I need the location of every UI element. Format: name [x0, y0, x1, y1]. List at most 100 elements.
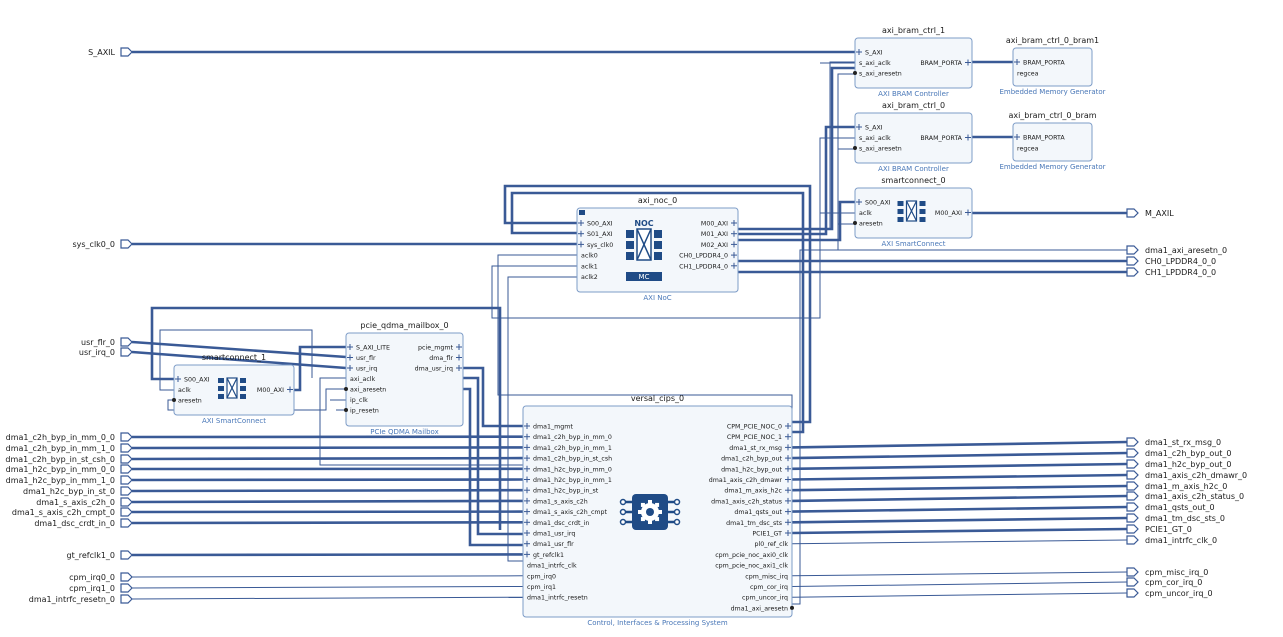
pin-cpm-pcie-noc-0: CPM_PCIE_NOC_0 [727, 424, 782, 431]
pin-ch0-lpddr4-0: CH0_LPDDR4_0 [679, 253, 728, 260]
port-label: sys_clk0_0 [72, 240, 115, 249]
port-dma1-st-rx-msg-0[interactable]: dma1_st_rx_msg_0 [1126, 437, 1221, 447]
port-usr-flr-0[interactable]: usr_flr_0 [81, 337, 133, 347]
pin-dma1-axis-c2h-dmawr: dma1_axis_c2h_dmawr [709, 477, 783, 484]
port-label: dma1_m_axis_h2c_0 [1145, 482, 1227, 491]
block-subtitle: AXI BRAM Controller [878, 165, 949, 173]
pin-cpm-pcie-noc-axi0-clk: cpm_pcie_noc_axi0_clk [715, 552, 788, 559]
port-cpm-irq1-0[interactable]: cpm_irq1_0 [69, 583, 133, 593]
pin-pcie-mgmt: pcie_mgmt [418, 345, 453, 352]
pin-m01-axi: M01_AXI [701, 231, 728, 238]
bus-wire [510, 191, 805, 434]
port-label: PCIE1_GT_0 [1145, 525, 1192, 534]
pin-dma1-c2h-byp-out: dma1_c2h_byp_out [721, 456, 782, 463]
port-usr-irq-0[interactable]: usr_irq_0 [79, 347, 133, 357]
bus-wire [791, 451, 1128, 460]
net-wire [738, 61, 855, 230]
port-dma1-qsts-out-0[interactable]: dma1_qsts_out_0 [1126, 502, 1215, 512]
pin-s-axi-lite: S_AXI_LITE [356, 345, 390, 352]
bus-wire [503, 184, 812, 424]
block-subtitle: Embedded Memory Generator [999, 88, 1105, 96]
pin-dma1-mgmt: dma1_mgmt [533, 424, 573, 431]
port-dma1-s-axis-c2h-cmpt-0[interactable]: dma1_s_axis_c2h_cmpt_0 [12, 507, 133, 517]
port-dma1-tm-dsc-sts-0[interactable]: dma1_tm_dsc_sts_0 [1126, 513, 1225, 523]
port-label: cpm_cor_irq_0 [1145, 578, 1202, 587]
pin-dma1-h2c-byp-in-mm-1: dma1_h2c_byp_in_mm_1 [533, 477, 612, 484]
pin-usr-flr: usr_flr [356, 355, 376, 362]
pin-ip-clk: ip_clk [350, 397, 368, 404]
port-label: dma1_tm_dsc_sts_0 [1145, 514, 1225, 523]
port-label: dma1_h2c_byp_in_st_0 [23, 487, 115, 496]
port-dma1-axis-c2h-dmawr-0[interactable]: dma1_axis_c2h_dmawr_0 [1126, 470, 1247, 480]
port-label: cpm_irq1_0 [69, 584, 115, 593]
port-label: dma1_intrfc_resetn_0 [29, 595, 115, 604]
port-label: usr_flr_0 [81, 338, 115, 347]
bus-wire [791, 516, 1128, 524]
block-subtitle: Control, Interfaces & Processing System [587, 619, 728, 627]
pin-dma-flr: dma_flr [429, 355, 453, 362]
net-wire [131, 596, 524, 600]
port-cpm-cor-irq-0[interactable]: cpm_cor_irq_0 [1126, 577, 1202, 587]
port-ch1-lpddr4-0-0[interactable]: CH1_LPDDR4_0_0 [1126, 267, 1216, 277]
bus-wire [131, 521, 524, 525]
port-sys-clk0-0[interactable]: sys_clk0_0 [72, 239, 133, 249]
port-dma1-s-axis-c2h-0[interactable]: dma1_s_axis_c2h_0 [36, 497, 133, 507]
port-dma1-dsc-crdt-in-0[interactable]: dma1_dsc_crdt_in_0 [34, 518, 133, 528]
port-ch0-lpddr4-0-0[interactable]: CH0_LPDDR4_0_0 [1126, 256, 1216, 266]
port-cpm-irq0-0[interactable]: cpm_irq0_0 [69, 572, 133, 582]
pin-dma1-c2h-byp-in-st-csh: dma1_c2h_byp_in_st_csh [533, 456, 612, 463]
port-dma1-intrfc-resetn-0[interactable]: dma1_intrfc_resetn_0 [29, 594, 133, 604]
smartconnect-icon [218, 377, 246, 399]
port-dma1-c2h-byp-in-mm-0-0[interactable]: dma1_c2h_byp_in_mm_0_0 [6, 432, 133, 442]
block-subtitle: AXI NoC [643, 294, 671, 302]
net-wire [837, 73, 855, 250]
port-pcie1-gt-0[interactable]: PCIE1_GT_0 [1126, 524, 1192, 534]
port-dma1-h2c-byp-out-0[interactable]: dma1_h2c_byp_out_0 [1126, 459, 1232, 469]
port-dma1-h2c-byp-in-mm-0-0[interactable]: dma1_h2c_byp_in_mm_0_0 [6, 464, 133, 474]
port-gt-refclk1-0[interactable]: gt_refclk1_0 [67, 550, 133, 560]
pin-dma-usr-irq: dma_usr_irq [415, 366, 453, 373]
port-dma1-c2h-byp-out-0[interactable]: dma1_c2h_byp_out_0 [1126, 448, 1232, 458]
port-label: dma1_h2c_byp_in_mm_0_0 [6, 465, 115, 474]
port-label: cpm_misc_irq_0 [1145, 568, 1208, 577]
port-dma1-m-axis-h2c-0[interactable]: dma1_m_axis_h2c_0 [1126, 481, 1227, 491]
pin-aclk0: aclk0 [581, 253, 598, 260]
pin-aclk1: aclk1 [581, 263, 598, 270]
pin-bram-porta: BRAM_PORTA [920, 60, 962, 67]
port-cpm-uncor-irq-0[interactable]: cpm_uncor_irq_0 [1126, 588, 1213, 598]
port-label: dma1_axi_aresetn_0 [1145, 246, 1227, 255]
bus-wire [738, 200, 855, 242]
net-wire [131, 586, 524, 589]
port-m-axil[interactable]: M_AXIL [1126, 208, 1174, 218]
bus-wire [791, 440, 1128, 449]
bus-wire [791, 473, 1128, 481]
bus-wire [738, 66, 855, 231]
pin-bram-porta: BRAM_PORTA [1023, 60, 1065, 67]
port-s-axil[interactable]: S_AXIL [88, 47, 133, 57]
port-dma1-intrfc-clk-0[interactable]: dma1_intrfc_clk_0 [1126, 535, 1217, 545]
block-title: smartconnect_1 [202, 353, 266, 362]
port-dma1-h2c-byp-in-st-0[interactable]: dma1_h2c_byp_in_st_0 [23, 486, 133, 496]
port-label: dma1_dsc_crdt_in_0 [34, 519, 115, 528]
net-wire [792, 249, 1127, 605]
port-dma1-h2c-byp-in-mm-1-0[interactable]: dma1_h2c_byp_in_mm_1_0 [6, 475, 133, 485]
port-dma1-c2h-byp-in-mm-1-0[interactable]: dma1_c2h_byp_in_mm_1_0 [6, 443, 133, 453]
port-cpm-misc-irq-0[interactable]: cpm_misc_irq_0 [1126, 567, 1208, 577]
pin-cpm-misc-irq: cpm_misc_irq [745, 573, 788, 580]
port-dma1-axis-c2h-status-0[interactable]: dma1_axis_c2h_status_0 [1126, 491, 1244, 501]
bus-wire [131, 499, 524, 504]
port-dma1-c2h-byp-in-st-csh-0[interactable]: dma1_c2h_byp_in_st_csh_0 [5, 454, 133, 464]
port-dma1-axi-aresetn-0[interactable]: dma1_axi_aresetn_0 [1126, 245, 1227, 255]
pin-s-axi-aclk: s_axi_aclk [859, 60, 891, 67]
